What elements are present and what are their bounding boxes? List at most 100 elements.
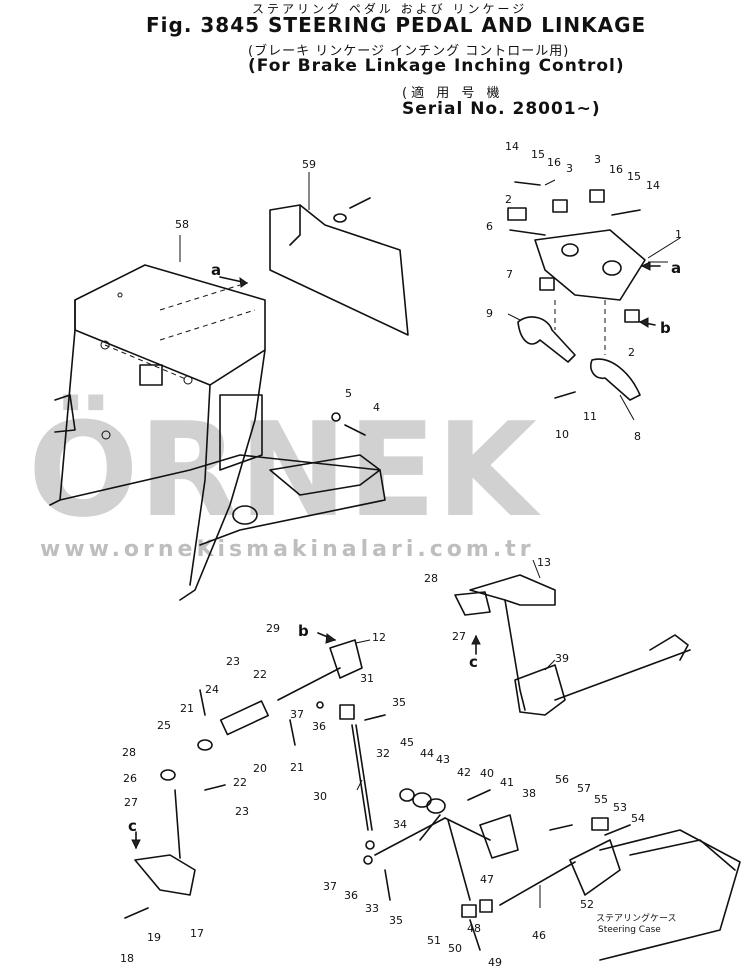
part-label: 54 bbox=[631, 812, 645, 825]
part-label: 39 bbox=[555, 652, 569, 665]
part-label: 1 bbox=[675, 228, 682, 241]
part-label: 24 bbox=[205, 683, 219, 696]
part-label: 21 bbox=[180, 702, 194, 715]
part-label: 22 bbox=[233, 776, 247, 789]
part-label: 44 bbox=[420, 747, 434, 760]
part-label: 56 bbox=[555, 773, 569, 786]
leader-lines bbox=[179, 172, 681, 908]
part-label: 17 bbox=[190, 927, 204, 940]
part-label: 5 bbox=[345, 387, 352, 400]
part-label: 49 bbox=[488, 956, 502, 969]
figure-subtitle: (For Brake Linkage Inching Control) bbox=[248, 56, 625, 76]
part-label: 55 bbox=[594, 793, 608, 806]
part-label: 23 bbox=[226, 655, 240, 668]
part-label: 52 bbox=[580, 898, 594, 911]
shaft-linkage-13-39 bbox=[454, 574, 691, 716]
part-label: 45 bbox=[400, 736, 414, 749]
part-label: 41 bbox=[500, 776, 514, 789]
part-label: 13 bbox=[537, 556, 551, 569]
part-label: 37 bbox=[290, 708, 304, 721]
part-label: 18 bbox=[120, 952, 134, 965]
part-label: 3 bbox=[566, 162, 573, 175]
watermark-url: www.orneKismakinalari.com.tr bbox=[40, 537, 535, 562]
part-label: 36 bbox=[344, 889, 358, 902]
part-label: 35 bbox=[389, 914, 403, 927]
part-label: 38 bbox=[522, 787, 536, 800]
part-label: 47 bbox=[480, 873, 494, 886]
part-label: 33 bbox=[365, 902, 379, 915]
pedal-bracket-assembly bbox=[507, 181, 668, 401]
part-label: 8 bbox=[634, 430, 641, 443]
pedal-lever-12 bbox=[219, 639, 373, 831]
part-label: 43 bbox=[436, 753, 450, 766]
fasteners bbox=[199, 412, 391, 901]
bracket-38 bbox=[374, 788, 519, 951]
part-label: 3 bbox=[594, 153, 601, 166]
serial-number: Serial No. 28001~) bbox=[402, 99, 601, 119]
part-label: 9 bbox=[486, 307, 493, 320]
part-label: 6 bbox=[486, 220, 493, 233]
steering-case-japanese: ステアリングケース bbox=[596, 912, 677, 924]
applicable-japanese: (適 用 号 機 bbox=[402, 86, 504, 101]
part-label: 37 bbox=[323, 880, 337, 893]
part-label: 28 bbox=[122, 746, 136, 759]
part-label: 34 bbox=[393, 818, 407, 831]
part-label: 21 bbox=[290, 761, 304, 774]
cover-plate-59 bbox=[269, 197, 409, 336]
part-label: 14 bbox=[646, 179, 660, 192]
part-label: 22 bbox=[253, 668, 267, 681]
part-label: 11 bbox=[583, 410, 597, 423]
part-label: 20 bbox=[253, 762, 267, 775]
part-label: 16 bbox=[547, 156, 561, 169]
part-numbers: 1 2 2 3 3 4 5 6 7 8 9 10 11 12 13 14 14 … bbox=[120, 140, 682, 969]
part-label: 30 bbox=[313, 790, 327, 803]
part-label: 29 bbox=[266, 622, 280, 635]
part-label: 14 bbox=[505, 140, 519, 153]
part-label: 57 bbox=[577, 782, 591, 795]
part-label: 40 bbox=[480, 767, 494, 780]
reference-arrows bbox=[131, 261, 661, 850]
part-label: 19 bbox=[147, 931, 161, 944]
part-label: 23 bbox=[235, 805, 249, 818]
arrow-label-b: b bbox=[298, 622, 309, 640]
arrow-label-a: a bbox=[211, 261, 221, 279]
part-label: 59 bbox=[302, 158, 316, 171]
part-label: 26 bbox=[123, 772, 137, 785]
part-label: 31 bbox=[360, 672, 374, 685]
part-label: 15 bbox=[531, 148, 545, 161]
figure-title: Fig. 3845 STEERING PEDAL AND LINKAGE bbox=[146, 13, 647, 37]
lever-17 bbox=[124, 739, 213, 919]
part-label: 36 bbox=[312, 720, 326, 733]
part-label: 27 bbox=[124, 796, 138, 809]
part-label: 32 bbox=[376, 747, 390, 760]
part-label: 53 bbox=[613, 801, 627, 814]
part-label: 27 bbox=[452, 630, 466, 643]
arrow-label-c: c bbox=[469, 653, 478, 671]
part-label: 7 bbox=[506, 268, 513, 281]
rod-46-steering-case bbox=[499, 817, 741, 961]
part-label: 50 bbox=[448, 942, 462, 955]
part-label: 2 bbox=[628, 346, 635, 359]
part-label: 12 bbox=[372, 631, 386, 644]
steering-case-label: Steering Case bbox=[598, 925, 661, 935]
frame-58 bbox=[49, 264, 386, 601]
part-label: 28 bbox=[424, 572, 438, 585]
part-label: 15 bbox=[627, 170, 641, 183]
part-label: 46 bbox=[532, 929, 546, 942]
part-label: 51 bbox=[427, 934, 441, 947]
title-japanese: ステアリング ペダル および リンケージ bbox=[252, 2, 528, 16]
part-label: 25 bbox=[157, 719, 171, 732]
part-label: 10 bbox=[555, 428, 569, 441]
part-label: 58 bbox=[175, 218, 189, 231]
part-label: 48 bbox=[467, 922, 481, 935]
part-label: 2 bbox=[505, 193, 512, 206]
watermark-brand: ÖRNEK bbox=[28, 394, 541, 546]
arrow-label-c: c bbox=[128, 817, 137, 835]
part-label: 16 bbox=[609, 163, 623, 176]
arrow-label-a: a bbox=[671, 259, 681, 277]
subtitle-japanese: (ブレーキ リンケージ インチング コントロール用) bbox=[248, 44, 570, 59]
part-label: 4 bbox=[373, 401, 380, 414]
part-label: 35 bbox=[392, 696, 406, 709]
part-label: 42 bbox=[457, 766, 471, 779]
